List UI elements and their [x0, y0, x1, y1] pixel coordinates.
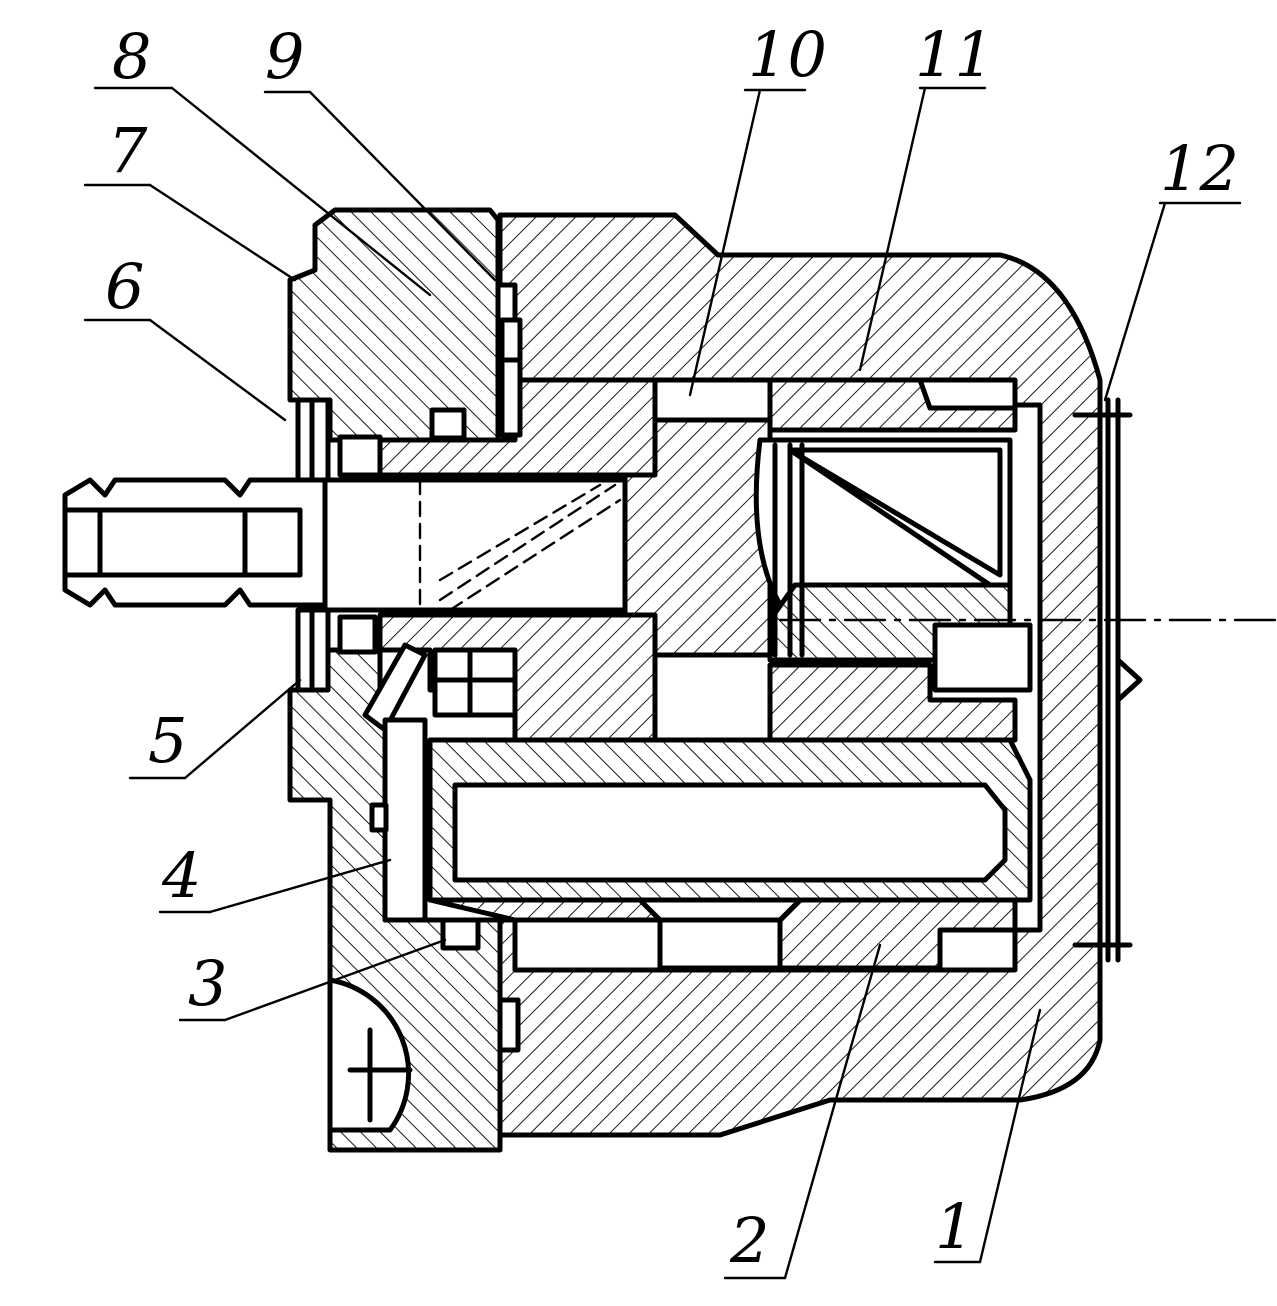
callout-1: 1 — [935, 1190, 974, 1263]
valve-pin-5 — [362, 642, 428, 733]
splined-shaft — [62, 477, 328, 608]
ring-3 — [440, 917, 481, 951]
spacer-right-upper — [499, 317, 523, 363]
callout-7: 7 — [108, 114, 148, 187]
swash-wedge — [787, 447, 1003, 578]
seal-block-9 — [429, 407, 467, 441]
housing-body — [497, 212, 1103, 1138]
callout-11: 11 — [915, 18, 994, 91]
return-channel — [932, 622, 1033, 693]
callout-9: 9 — [265, 20, 304, 93]
leader-lines — [83, 86, 1242, 1280]
bearing-ball-lower — [337, 614, 378, 655]
callout-2: 2 — [729, 1204, 769, 1277]
callout-3: 3 — [188, 947, 227, 1020]
callout-6: 6 — [105, 250, 144, 323]
lower-port — [657, 917, 783, 971]
side-spacer-lower — [497, 997, 521, 1053]
callout-12: 12 — [1160, 132, 1239, 205]
callout-5: 5 — [148, 704, 187, 777]
callout-10: 10 — [748, 18, 827, 91]
callout-8: 8 — [112, 20, 151, 93]
valve-plate-4 — [382, 717, 428, 923]
callout-4: 4 — [161, 839, 201, 912]
shaft-bore — [322, 477, 628, 613]
small-lug — [369, 802, 389, 833]
spacer-right-mid — [499, 357, 523, 438]
piston-bore — [452, 782, 1008, 883]
swash-plate-housing — [767, 377, 1018, 433]
bearing-ball-upper — [337, 434, 383, 478]
